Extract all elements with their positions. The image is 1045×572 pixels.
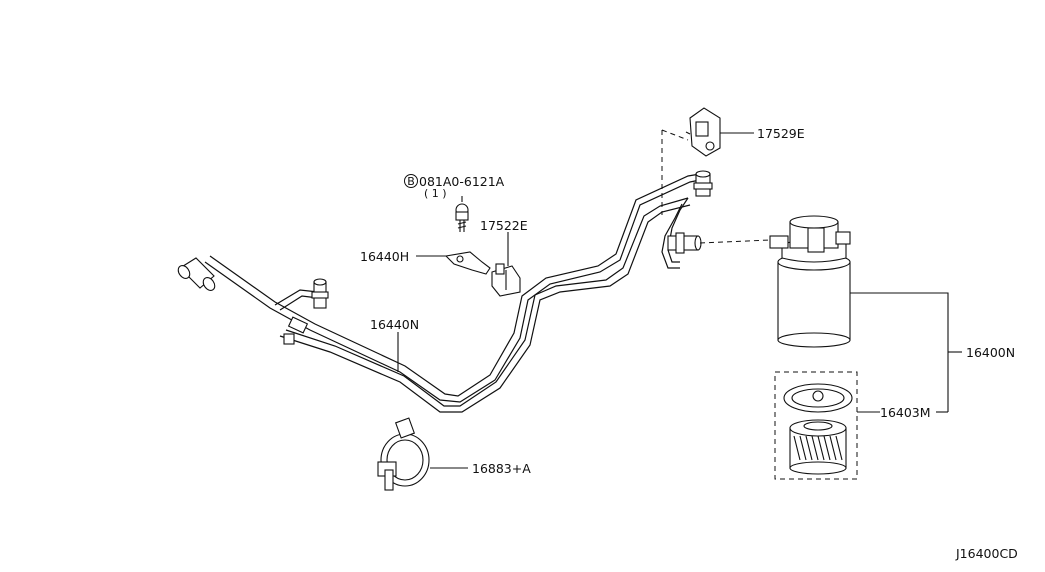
filter-element-part-number: 16403M <box>880 405 931 420</box>
bolt-quantity: ( 1 ) <box>424 187 447 200</box>
left-tube-connector <box>177 257 216 291</box>
diagram-code: J16400CD <box>955 546 1018 561</box>
bracket <box>444 251 491 275</box>
left-quick-connector <box>311 278 329 309</box>
bolt-symbol-mark: B <box>404 174 418 188</box>
fuel-filter <box>769 215 851 348</box>
tube-assy-part-number: 16440N <box>370 317 419 332</box>
clamp-part-number: 16883+A <box>472 461 531 476</box>
filter-inlet-dashline <box>699 239 771 244</box>
hose-clamp <box>377 417 430 491</box>
fuel-tube-assembly <box>204 173 701 413</box>
bolt-part-number: 081A0-6121A <box>419 174 505 189</box>
fuel-filter-part-number: 16400N <box>966 345 1015 360</box>
clip-17529e <box>685 107 721 157</box>
clip-17529e-dashline <box>661 129 689 215</box>
clip-17522e-part-number: 17522E <box>480 218 528 233</box>
bolt-symbol-label: B <box>407 175 415 188</box>
bolt <box>455 203 469 232</box>
fuel-filter-leader <box>850 292 949 412</box>
tube-clip-left <box>283 316 309 345</box>
filter-element-box <box>774 371 858 480</box>
upper-quick-connector <box>693 170 713 197</box>
filter-element <box>783 383 853 475</box>
filter-inlet-connector <box>667 232 702 254</box>
bracket-part-number: 16440H <box>360 249 409 264</box>
clip-17522e <box>491 263 521 297</box>
clip-17529e-part-number: 17529E <box>757 126 805 141</box>
